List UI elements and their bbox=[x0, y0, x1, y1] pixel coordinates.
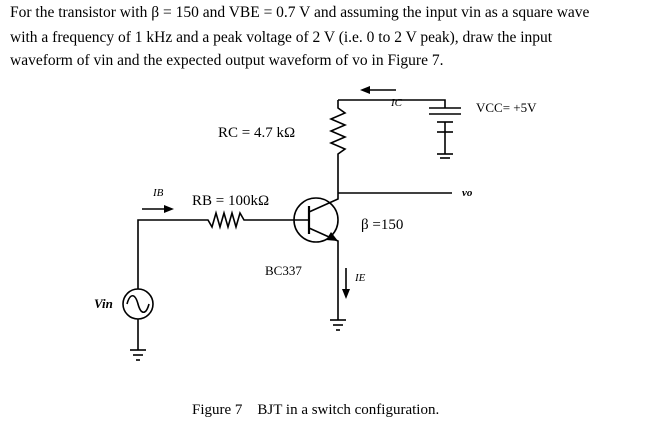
rc-label: RC = 4.7 kΩ bbox=[218, 125, 295, 141]
ie-arrowhead bbox=[342, 289, 350, 299]
question-line-1: For the transistor with β = 150 and VBE … bbox=[10, 4, 590, 21]
top-wire bbox=[338, 99, 446, 108]
question-line-3: waveform of vin and the expected output … bbox=[10, 52, 444, 69]
beta-label: β =150 bbox=[361, 217, 403, 233]
vo-label: vo bbox=[462, 187, 473, 199]
ib-arrowhead bbox=[164, 205, 174, 213]
vin-sine-wave bbox=[126, 294, 150, 314]
vin-ground-symbol bbox=[130, 349, 146, 361]
vin-label: Vin bbox=[94, 296, 113, 311]
ie-label: IE bbox=[354, 272, 366, 284]
rb-label: RB = 100kΩ bbox=[192, 193, 269, 209]
vcc-label: VCC= +5V bbox=[476, 100, 537, 115]
emitter-arrowhead bbox=[326, 232, 338, 241]
base-resistor bbox=[137, 210, 278, 289]
ic-arrowhead bbox=[360, 86, 370, 94]
ib-label: IB bbox=[152, 187, 164, 199]
emitter-ground-symbol bbox=[330, 319, 346, 331]
vcc-source-symbol bbox=[429, 107, 461, 159]
figure-caption: Figure 7 BJT in a switch configuration. bbox=[192, 402, 439, 418]
transistor-collector-lead bbox=[308, 193, 339, 213]
transistor-model-label: BC337 bbox=[265, 263, 302, 278]
collector-resistor bbox=[328, 100, 348, 193]
question-line-2: with a frequency of 1 kHz and a peak vol… bbox=[10, 29, 553, 46]
ic-label: IC bbox=[390, 97, 403, 109]
